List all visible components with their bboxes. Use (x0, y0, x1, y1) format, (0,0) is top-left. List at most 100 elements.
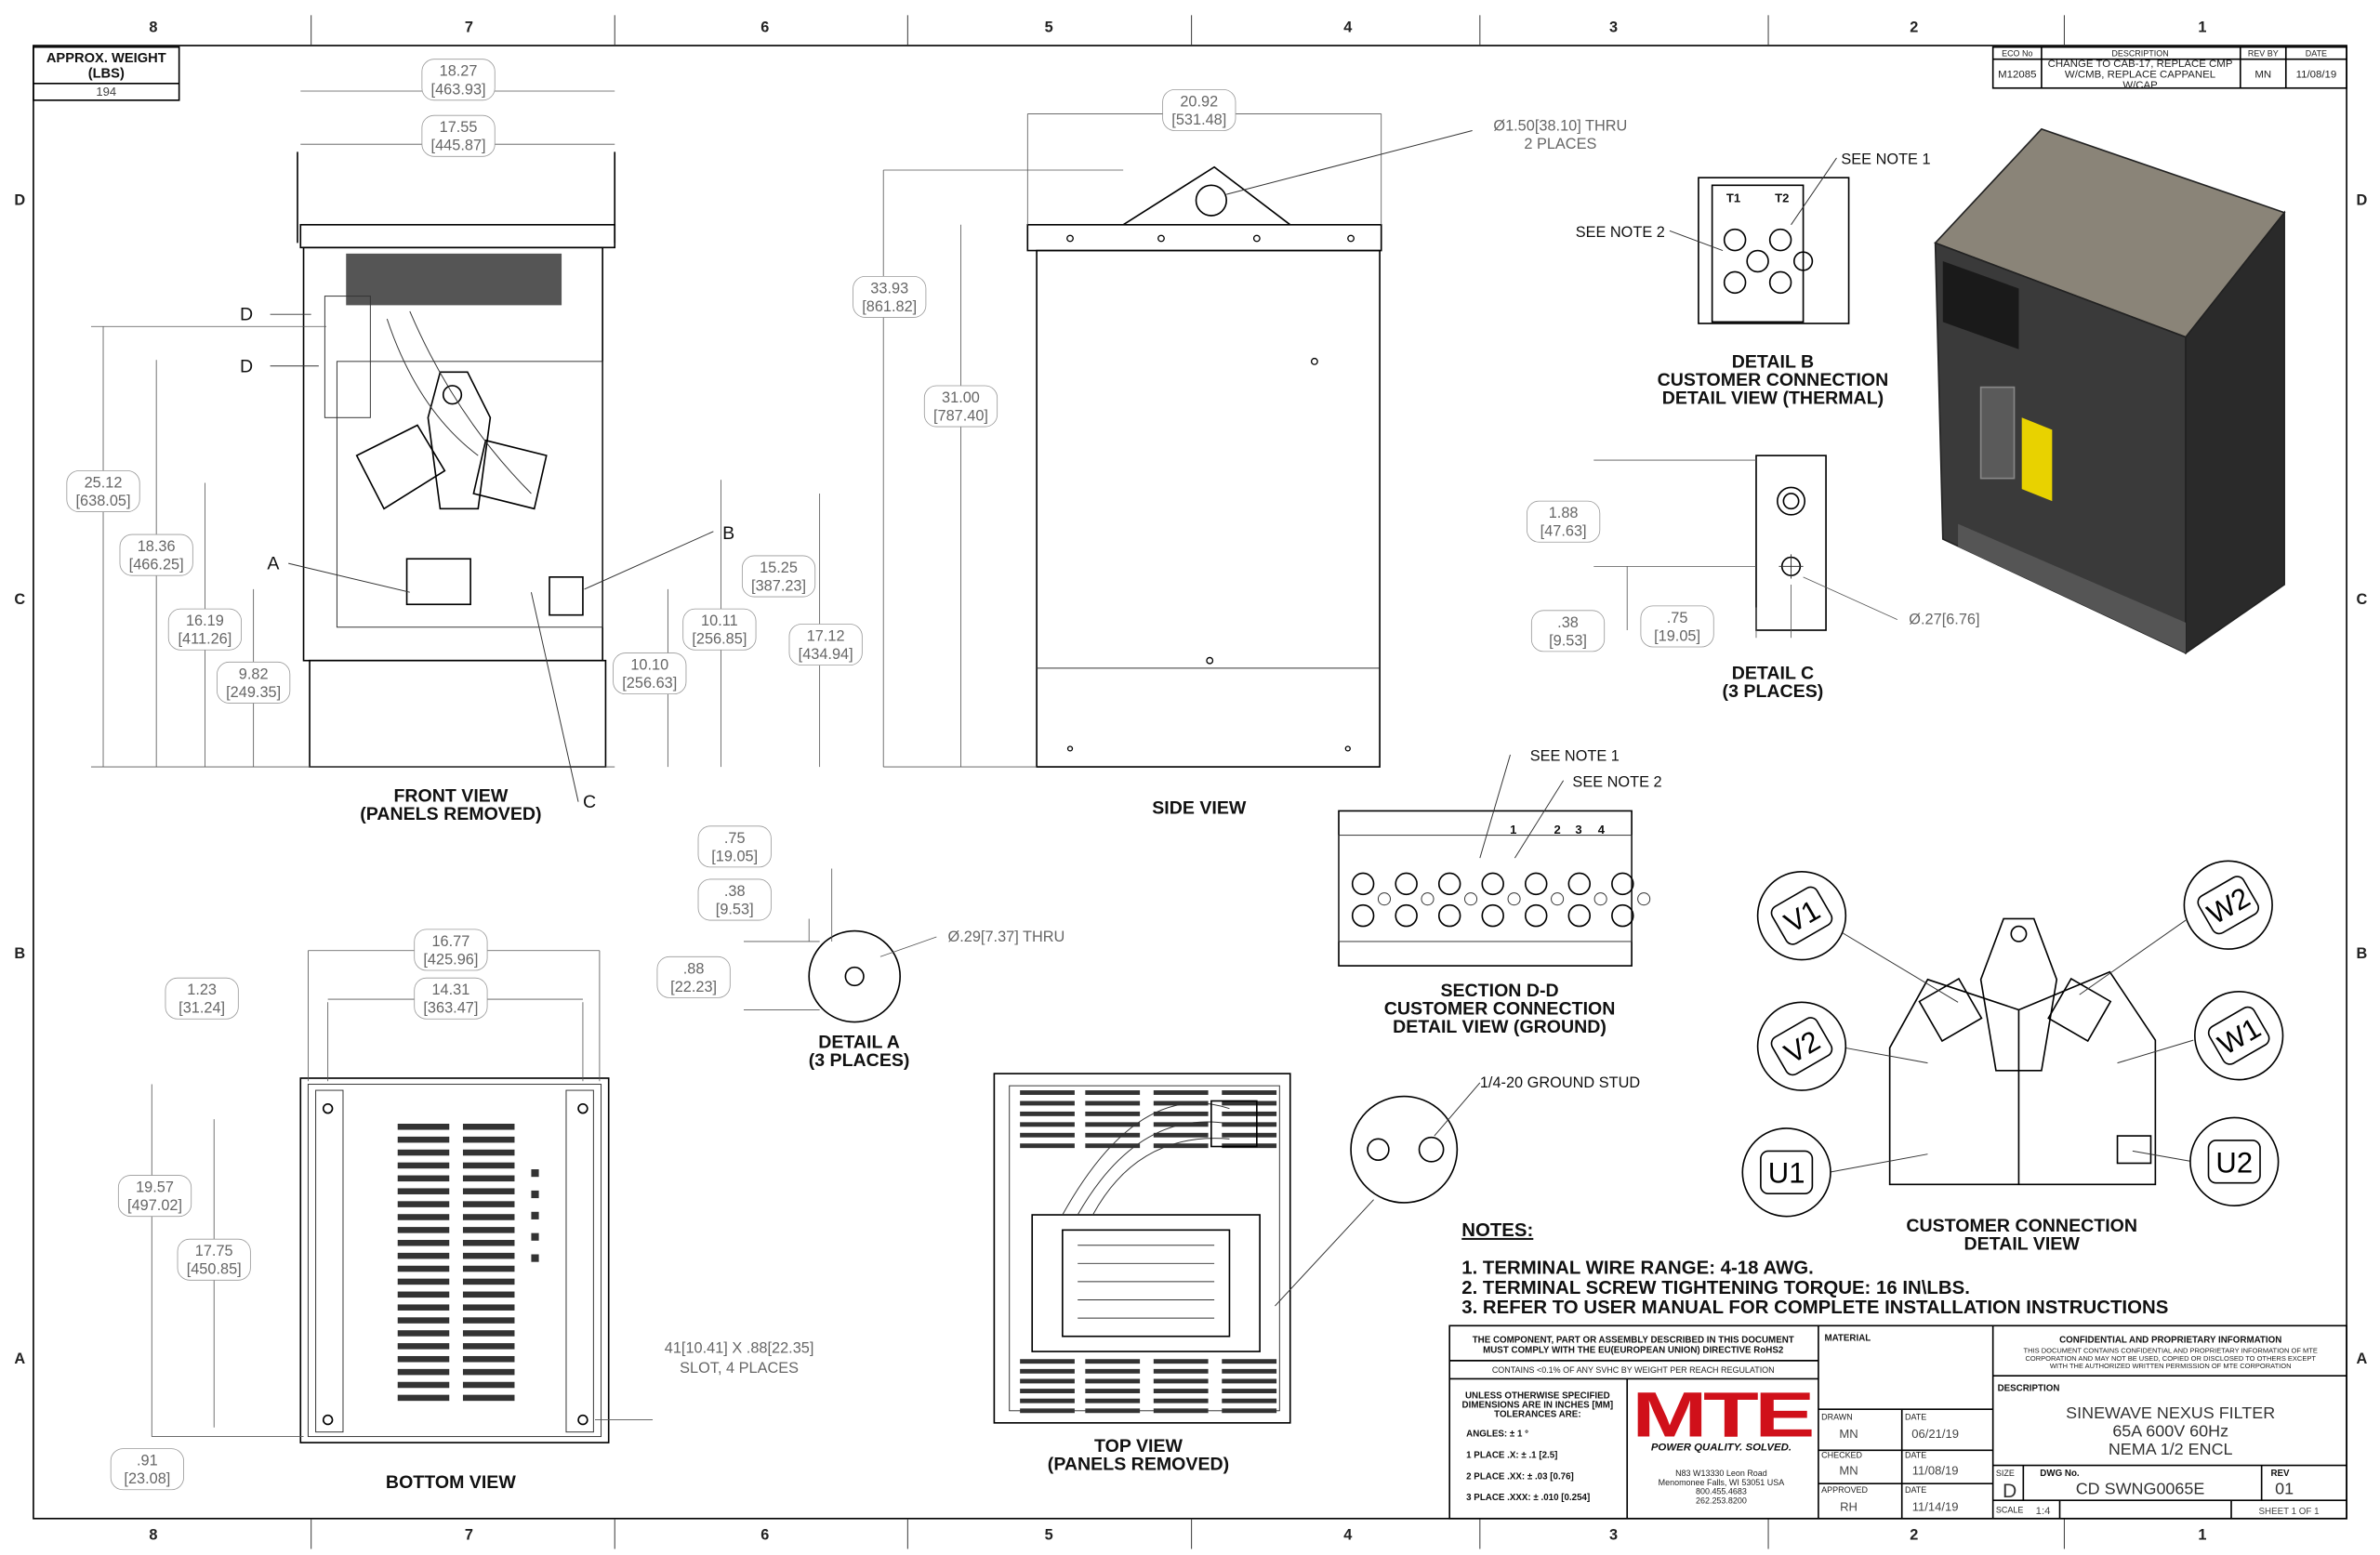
dimension-inches: 10.11 (701, 613, 738, 629)
ground-terminal-2: 2 (1554, 823, 1560, 837)
section-dd-see-note-1: SEE NOTE 1 (1530, 748, 1620, 765)
dimension-inches: 17.75 (195, 1243, 233, 1259)
dimension: 9.82[249.35] (217, 661, 291, 704)
checked-label: CHECKED (1821, 1450, 1862, 1459)
top-view-title: TOP VIEW (1094, 1436, 1183, 1456)
rev-description-1: CHANGE TO CAB-17, REPLACE CMP (2048, 59, 2233, 70)
terminal-screw (1351, 872, 1375, 896)
vent-slot (462, 1343, 515, 1350)
address-line-1: N83 W13330 Leon Road (1675, 1469, 1767, 1478)
vent-slot (397, 1265, 450, 1272)
tolerance-3-place: 3 PLACE .XXX: ± .010 [0.254] (1466, 1493, 1590, 1503)
dimension: 33.93[861.82] (853, 275, 927, 318)
zone-number-bottom: 6 (760, 1527, 769, 1544)
vent-slot (1153, 1090, 1209, 1095)
top-view (993, 1073, 1481, 1424)
vent-hole (531, 1232, 539, 1241)
address-line-2: Menomonee Falls, WI 53051 USA (1659, 1478, 1785, 1487)
section-dd-subtitle-2: DETAIL VIEW (GROUND) (1393, 1017, 1606, 1037)
dimension-bracket (421, 114, 496, 157)
vent-slot (462, 1175, 515, 1182)
tolerance-heading-3: TOLERANCES ARE: (1494, 1409, 1580, 1419)
zone-letter-right: D (2357, 192, 2368, 209)
zone-letter-left: C (14, 591, 25, 608)
weight-unit: (LBS) (88, 66, 125, 81)
vent-slot (462, 1214, 515, 1220)
checked-by: MN (1839, 1463, 1858, 1477)
vent-slot (397, 1343, 450, 1350)
dimension: 1.23[31.24] (165, 977, 239, 1020)
zone-number-bottom: 7 (465, 1527, 473, 1544)
scale-label: SCALE (1996, 1505, 2023, 1514)
dimension: .91[23.08] (110, 1448, 184, 1491)
vent-slot (1153, 1398, 1209, 1403)
zone-number-bottom: 2 (1910, 1527, 1918, 1544)
terminal-t2: T2 (1775, 191, 1789, 204)
zone-letter-right: A (2357, 1351, 2368, 1367)
vent-slot (462, 1188, 515, 1194)
dimension-bracket (66, 470, 140, 512)
note-1: 1. TERMINAL WIRE RANGE: 4-18 AWG. (1461, 1258, 1814, 1279)
vent-slot (1153, 1378, 1209, 1384)
vent-slot (1085, 1143, 1141, 1149)
detail-marker-a: A (267, 554, 280, 574)
vent-slot (462, 1265, 515, 1272)
vent-slot (1020, 1359, 1075, 1364)
vent-slot (462, 1291, 515, 1298)
dimension-bracket (1162, 88, 1236, 131)
front-view-subtitle: (PANELS REMOVED) (360, 804, 541, 824)
vent-slot (1222, 1389, 1277, 1394)
vent-slot (397, 1175, 450, 1182)
terminal-hole (1377, 892, 1391, 906)
dimension-inches: 18.36 (138, 538, 176, 555)
section-dd-subtitle-1: CUSTOMER CONNECTION (1384, 998, 1616, 1019)
description-line-3: NEMA 1/2 ENCL (2109, 1440, 2233, 1458)
dimension-bracket (117, 1175, 192, 1218)
dimension: 16.77[425.96] (414, 929, 488, 971)
dimension-bracket (1527, 500, 1601, 543)
dimension-bracket (167, 608, 242, 651)
dimension-mm: [23.08] (124, 1470, 170, 1487)
dimension: .38[9.53] (697, 878, 772, 921)
enclosure-isometric-view (1934, 127, 2286, 655)
vent-slot (1153, 1100, 1209, 1106)
mte-tagline: POWER QUALITY. SOLVED. (1651, 1442, 1792, 1453)
terminal-screw (1437, 903, 1461, 928)
vent-slot (397, 1394, 450, 1402)
vent-slot (397, 1291, 450, 1298)
zone-number-bottom: 5 (1045, 1527, 1053, 1544)
dimension-bracket (853, 275, 927, 318)
rev-date: 11/08/19 (2296, 69, 2337, 80)
terminal-screw (1525, 872, 1548, 896)
dimension-mm: [387.23] (751, 578, 806, 595)
dimension-bracket (119, 534, 193, 576)
vent-slot (397, 1149, 450, 1156)
zone-number-bottom: 1 (2198, 1527, 2206, 1544)
dimension-mm: [531.48] (1171, 112, 1226, 128)
terminal-screw (1567, 903, 1592, 928)
rohs-line-2: MUST COMPLY WITH THE EU(EUROPEAN UNION) … (1483, 1346, 1784, 1356)
dimension-labels: 18.27[463.93]17.55[445.87]25.12[638.05]1… (66, 59, 1714, 1491)
vent-slot (1085, 1378, 1141, 1384)
vent-slot (1020, 1389, 1075, 1394)
vent-slot (462, 1124, 515, 1130)
tolerance-heading-2: DIMENSIONS ARE IN INCHES [MM] (1462, 1401, 1614, 1411)
zone-number-top: 2 (1910, 19, 1918, 35)
vent-slot (462, 1239, 515, 1246)
vent-slot (397, 1252, 450, 1259)
dwg-label: DWG No. (2040, 1469, 2080, 1479)
zone-letter-left: B (14, 945, 25, 962)
vent-slot (462, 1355, 515, 1363)
dimension: .88[22.23] (656, 955, 731, 998)
dimension-mm: [256.85] (692, 631, 747, 648)
dimension-mm: [787.40] (933, 408, 988, 425)
vent-slot (397, 1136, 450, 1143)
detail-c (1593, 455, 1897, 639)
dimension-mm: [31.24] (178, 1000, 225, 1017)
phase-label: U2 (2215, 1146, 2253, 1179)
vent-slot (397, 1304, 450, 1311)
phase-terminal-v2: V2 (1756, 1001, 1847, 1091)
scale-value: 1:4 (2036, 1506, 2052, 1517)
